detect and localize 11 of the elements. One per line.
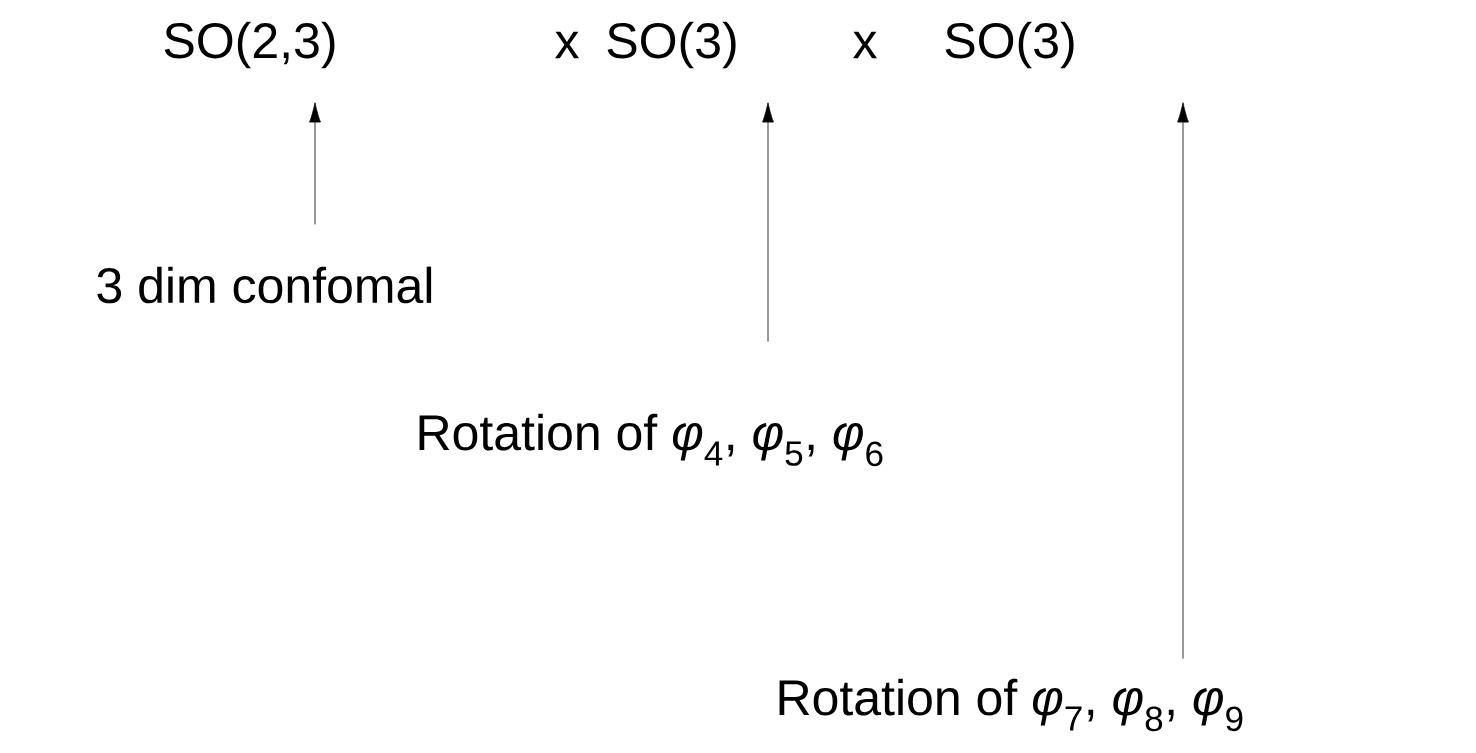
arrow [309,102,321,225]
text-label: 3 dim confomal [97,266,432,304]
text-label: SO(2,3) [164,21,335,69]
times-sign: x [555,31,579,59]
times-sign: x [853,31,877,59]
text-label: Rotation of φ$_{4}$, φ$_{5}$, φ$_{6}$ [419,413,883,467]
arrow [762,102,774,342]
arrow [1177,102,1189,659]
text-label: SO(3) [607,21,736,69]
text-label: SO(3) [945,21,1074,69]
text-label: Rotation of φ$_{7}$, φ$_{8}$, φ$_{9}$ [779,678,1243,732]
